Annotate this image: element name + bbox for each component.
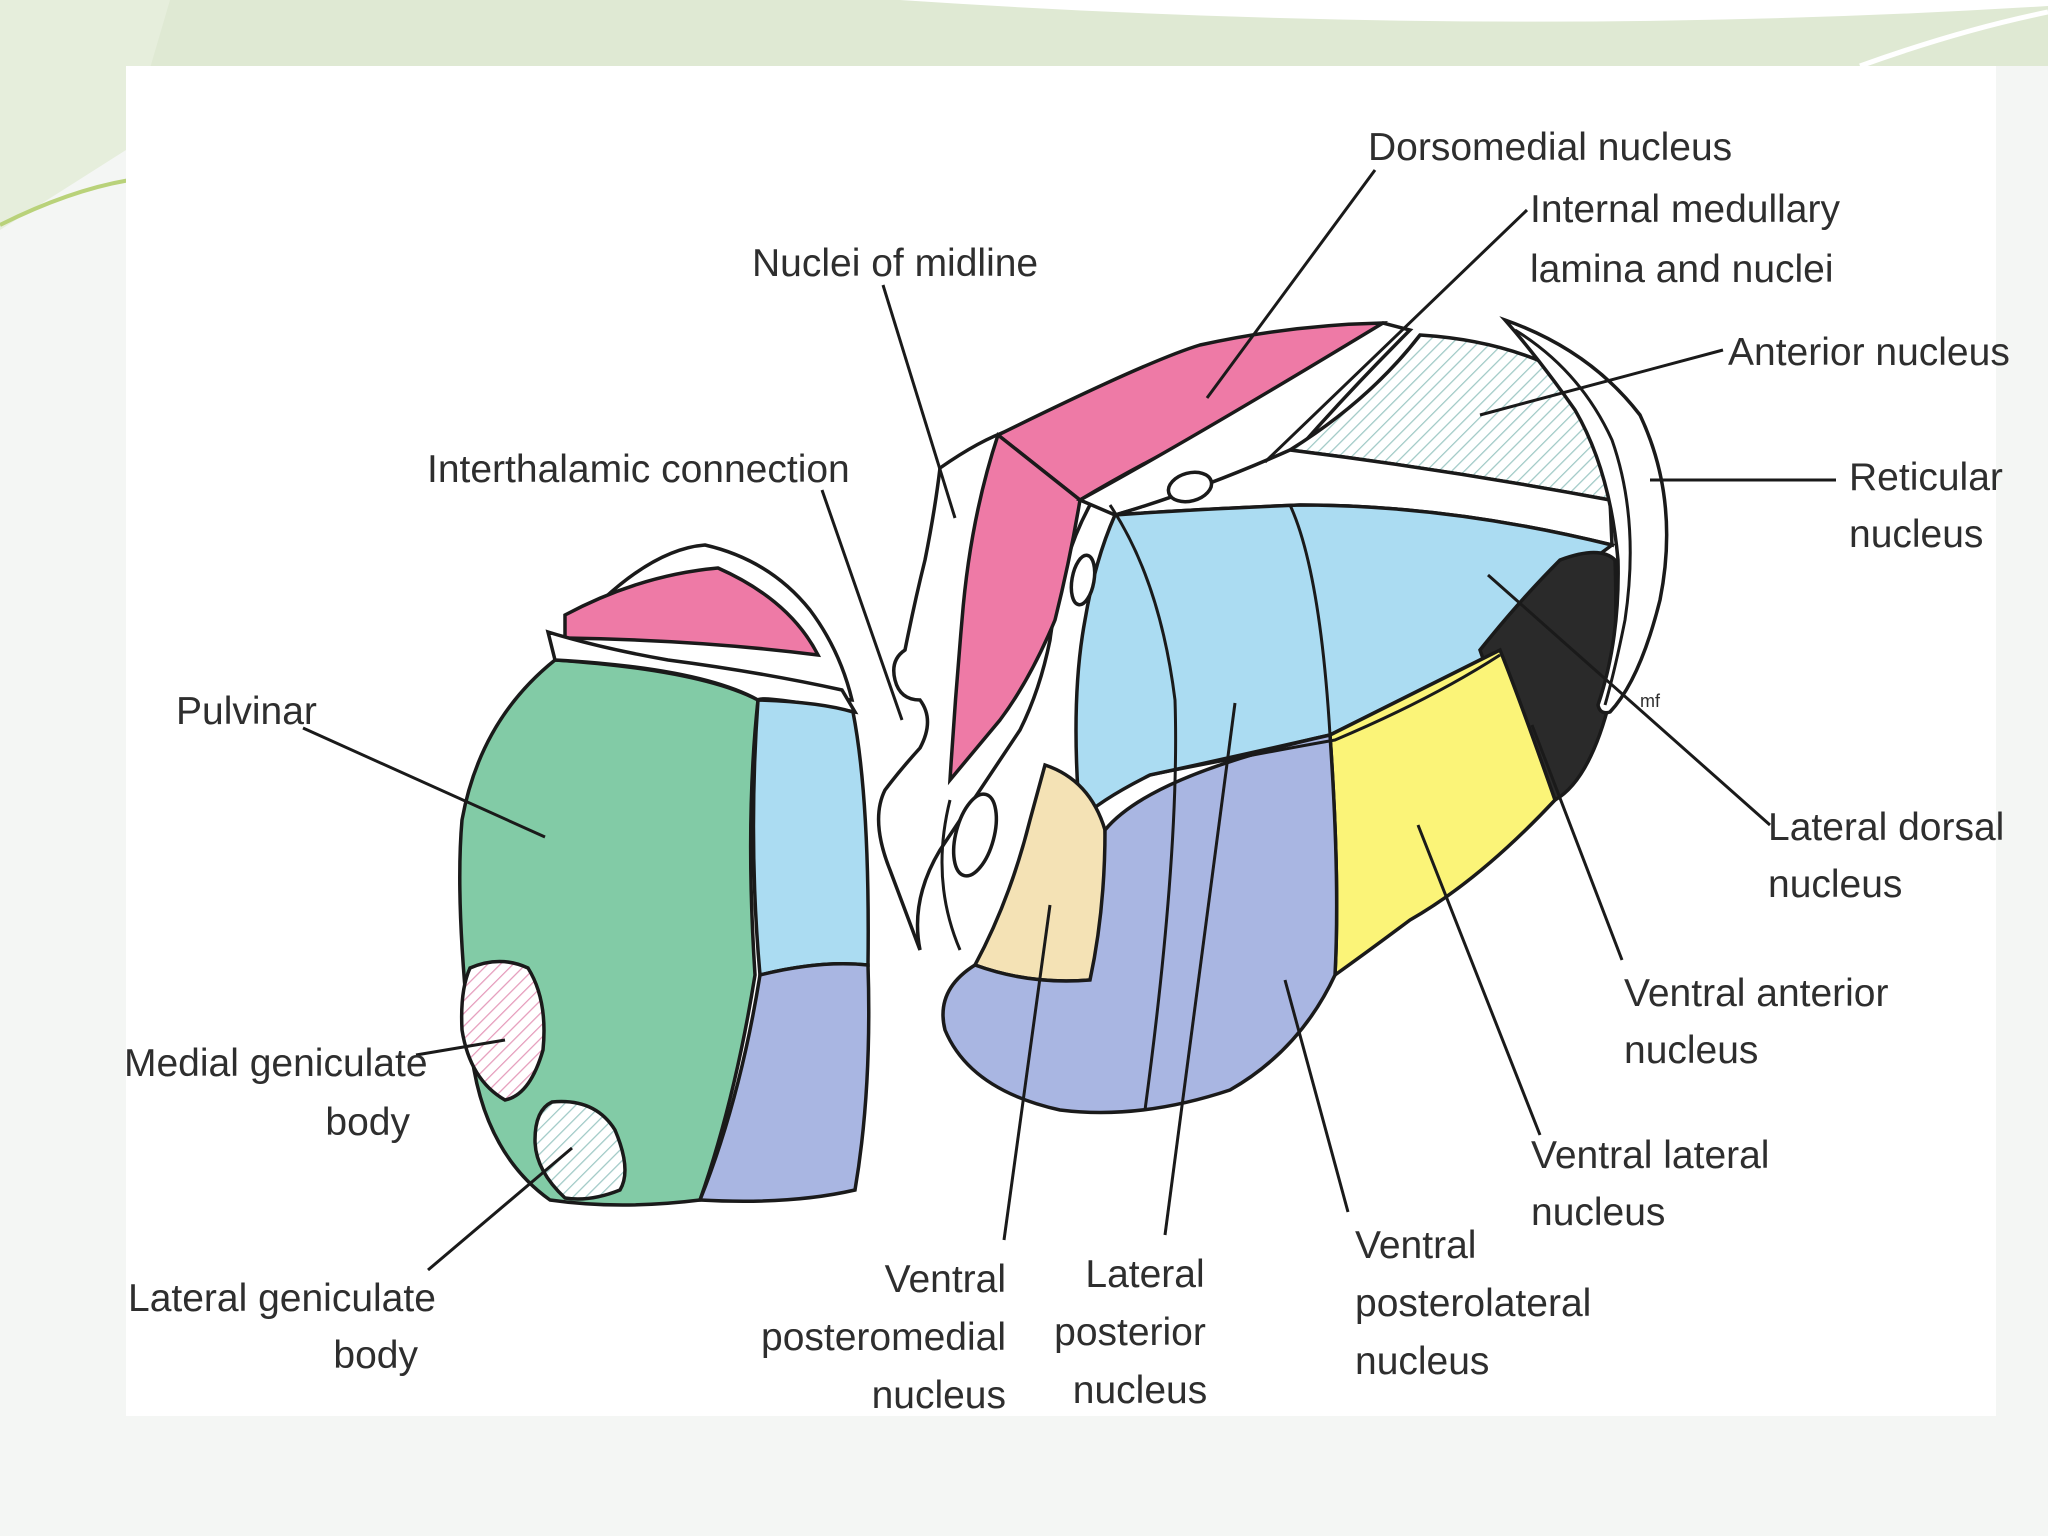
label-vpl-2: posterolateral bbox=[1355, 1282, 1591, 1325]
label-vpl-3: nucleus bbox=[1355, 1340, 1489, 1383]
label-ventral-anterior-2: nucleus bbox=[1624, 1029, 1758, 1072]
label-internal-medullary-2: lamina and nuclei bbox=[1530, 248, 1834, 291]
leader-nuclei-midline bbox=[883, 285, 955, 518]
label-ventral-anterior-1: Ventral anterior bbox=[1624, 972, 1889, 1015]
label-lp-1: Lateral bbox=[1085, 1253, 1204, 1296]
label-vpm-1: Ventral bbox=[885, 1258, 1006, 1301]
vpm-cream bbox=[975, 765, 1106, 981]
posterior-lateral-blue bbox=[753, 700, 868, 975]
posterior-thalamus bbox=[460, 545, 869, 1205]
label-vpm-2: posteromedial bbox=[761, 1316, 1006, 1359]
label-lateral-geniculate-1: Lateral geniculate bbox=[128, 1277, 436, 1320]
label-lateral-dorsal-1: Lateral dorsal bbox=[1768, 806, 2004, 849]
label-medial-geniculate-2: body bbox=[325, 1101, 410, 1144]
label-vpm-3: nucleus bbox=[872, 1374, 1006, 1417]
label-lateral-dorsal-2: nucleus bbox=[1768, 863, 1902, 906]
label-reticular-1: Reticular bbox=[1849, 456, 2003, 499]
label-medial-geniculate-1: Medial geniculate bbox=[124, 1042, 428, 1085]
labels: Dorsomedial nucleus Internal medullary l… bbox=[124, 126, 2010, 1417]
label-interthalamic: Interthalamic connection bbox=[427, 448, 850, 491]
label-ventral-lateral-2: nucleus bbox=[1531, 1191, 1665, 1234]
label-vpl-1: Ventral bbox=[1355, 1224, 1476, 1267]
label-internal-medullary-1: Internal medullary bbox=[1530, 188, 1840, 231]
label-lateral-geniculate-2: body bbox=[333, 1334, 418, 1377]
label-ventral-lateral-1: Ventral lateral bbox=[1531, 1134, 1769, 1177]
label-reticular-2: nucleus bbox=[1849, 513, 1983, 556]
label-lp-2: posterior bbox=[1054, 1311, 1206, 1354]
anterior-thalamus bbox=[879, 320, 1667, 1113]
label-dorsomedial: Dorsomedial nucleus bbox=[1368, 126, 1732, 169]
label-nuclei-midline: Nuclei of midline bbox=[752, 242, 1038, 285]
medial-geniculate-body-shape bbox=[462, 962, 544, 1101]
label-pulvinar: Pulvinar bbox=[176, 690, 317, 733]
leader-vpl bbox=[1285, 980, 1348, 1212]
leader-lateral-geniculate bbox=[428, 1148, 572, 1270]
label-anterior: Anterior nucleus bbox=[1728, 331, 2010, 374]
label-lp-3: nucleus bbox=[1073, 1369, 1207, 1412]
label-mf: mf bbox=[1640, 691, 1661, 711]
